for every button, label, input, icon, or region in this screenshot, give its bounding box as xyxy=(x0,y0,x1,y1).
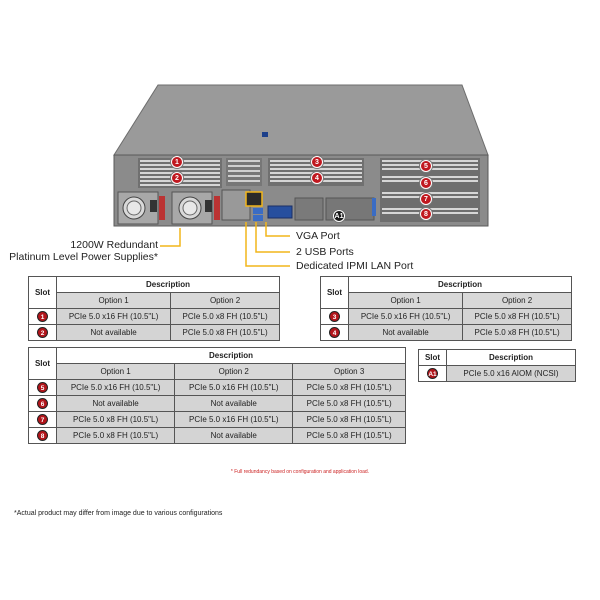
slot-badge-1: 1 xyxy=(171,156,183,168)
vga-port-callout: VGA Port xyxy=(296,230,340,242)
slot-dot: 6 xyxy=(37,398,48,409)
table-cell: PCIe 5.0 x8 FH (10.5"L) xyxy=(55,427,176,444)
description-header: Description xyxy=(446,349,576,366)
psu-callout-line1: 1200W Redundant xyxy=(70,239,158,251)
table-row: 6 Not available Not available PCIe 5.0 x… xyxy=(28,395,406,412)
table-cell: PCIe 5.0 x16 FH (10.5"L) xyxy=(347,308,464,325)
description-header: Description xyxy=(56,347,406,364)
description-header: Description xyxy=(56,276,280,293)
table-cell: PCIe 5.0 x8 FH (10.5"L) xyxy=(55,411,176,428)
slot-header: Slot xyxy=(320,276,349,309)
slot-header: Slot xyxy=(28,347,57,380)
table-cell: PCIe 5.0 x8 FH (10.5"L) xyxy=(292,379,406,396)
table-cell: Not available xyxy=(55,395,176,412)
slot-badge-7: 7 xyxy=(420,193,432,205)
table-cell: PCIe 5.0 x16 AIOM (NCSI) xyxy=(446,365,576,382)
table-row: 8 PCIe 5.0 x8 FH (10.5"L) Not available … xyxy=(28,427,406,444)
slot-table-1-2: Slot Description Option 1 Option 2 1 PCI… xyxy=(28,276,280,341)
table-cell: PCIe 5.0 x8 FH (10.5"L) xyxy=(292,427,406,444)
server-rear-view: 1 2 3 4 5 6 7 8 A1 1200W Redundant Plati… xyxy=(0,0,600,275)
redundancy-footnote: * Full redundancy based on configuration… xyxy=(230,469,370,475)
slot-table-5-8: Slot Description Option 1 Option 2 Optio… xyxy=(28,347,406,444)
table-cell: PCIe 5.0 x8 FH (10.5"L) xyxy=(462,308,572,325)
table-cell: PCIe 5.0 x8 FH (10.5"L) xyxy=(170,324,280,341)
slot-dot: 3 xyxy=(329,311,340,322)
table-row: 5 PCIe 5.0 x16 FH (10.5"L) PCIe 5.0 x16 … xyxy=(28,379,406,396)
option-header: Option 1 xyxy=(347,292,464,309)
table-cell: PCIe 5.0 x8 FH (10.5"L) xyxy=(292,411,406,428)
description-header: Description xyxy=(348,276,572,293)
table-cell: Not available xyxy=(347,324,464,341)
slot-badge-a1: A1 xyxy=(333,210,345,222)
slot-badge-8: 8 xyxy=(420,208,432,220)
table-row: 3 PCIe 5.0 x16 FH (10.5"L) PCIe 5.0 x8 F… xyxy=(320,308,572,325)
table-cell: PCIe 5.0 x8 FH (10.5"L) xyxy=(292,395,406,412)
option-header: Option 2 xyxy=(174,363,294,380)
slot-dot: 7 xyxy=(37,414,48,425)
slot-badge-2: 2 xyxy=(171,172,183,184)
option-header: Option 2 xyxy=(170,292,280,309)
table-row: 2 Not available PCIe 5.0 x8 FH (10.5"L) xyxy=(28,324,280,341)
slot-dot: A1 xyxy=(427,368,438,379)
table-cell: Not available xyxy=(174,427,294,444)
table-cell: PCIe 5.0 x8 FH (10.5"L) xyxy=(462,324,572,341)
table-row: A1 PCIe 5.0 x16 AIOM (NCSI) xyxy=(418,365,576,382)
ipmi-port-callout: Dedicated IPMI LAN Port xyxy=(296,260,414,272)
option-header: Option 1 xyxy=(55,363,176,380)
slot-badge-3: 3 xyxy=(311,156,323,168)
option-header: Option 2 xyxy=(462,292,572,309)
slot-dot: 2 xyxy=(37,327,48,338)
table-cell: PCIe 5.0 x8 FH (10.5"L) xyxy=(170,308,280,325)
slot-header: Slot xyxy=(418,349,447,366)
table-cell: Not available xyxy=(174,395,294,412)
slot-badge-4: 4 xyxy=(311,172,323,184)
table-cell: PCIe 5.0 x16 FH (10.5"L) xyxy=(55,308,172,325)
table-row: 4 Not available PCIe 5.0 x8 FH (10.5"L) xyxy=(320,324,572,341)
table-cell: Not available xyxy=(55,324,172,341)
slot-dot: 1 xyxy=(37,311,48,322)
psu-callout-line2: Platinum Level Power Supplies* xyxy=(9,251,158,263)
slot-dot: 8 xyxy=(37,430,48,441)
table-cell: PCIe 5.0 x16 FH (10.5"L) xyxy=(174,411,294,428)
option-header: Option 1 xyxy=(55,292,172,309)
slot-header: Slot xyxy=(28,276,57,309)
slot-badge-5: 5 xyxy=(420,160,432,172)
table-row: 1 PCIe 5.0 x16 FH (10.5"L) PCIe 5.0 x8 F… xyxy=(28,308,280,325)
product-disclaimer: *Actual product may differ from image du… xyxy=(14,510,223,517)
slot-table-3-4: Slot Description Option 1 Option 2 3 PCI… xyxy=(320,276,572,341)
slot-dot: 4 xyxy=(329,327,340,338)
slot-table-a1: Slot Description A1 PCIe 5.0 x16 AIOM (N… xyxy=(418,349,576,382)
table-cell: PCIe 5.0 x16 FH (10.5"L) xyxy=(174,379,294,396)
option-header: Option 3 xyxy=(292,363,406,380)
slot-dot: 5 xyxy=(37,382,48,393)
slot-badge-6: 6 xyxy=(420,177,432,189)
psu-callout: 1200W Redundant Platinum Level Power Sup… xyxy=(0,239,158,263)
table-row: 7 PCIe 5.0 x8 FH (10.5"L) PCIe 5.0 x16 F… xyxy=(28,411,406,428)
table-cell: PCIe 5.0 x16 FH (10.5"L) xyxy=(55,379,176,396)
usb-ports-callout: 2 USB Ports xyxy=(296,246,354,258)
